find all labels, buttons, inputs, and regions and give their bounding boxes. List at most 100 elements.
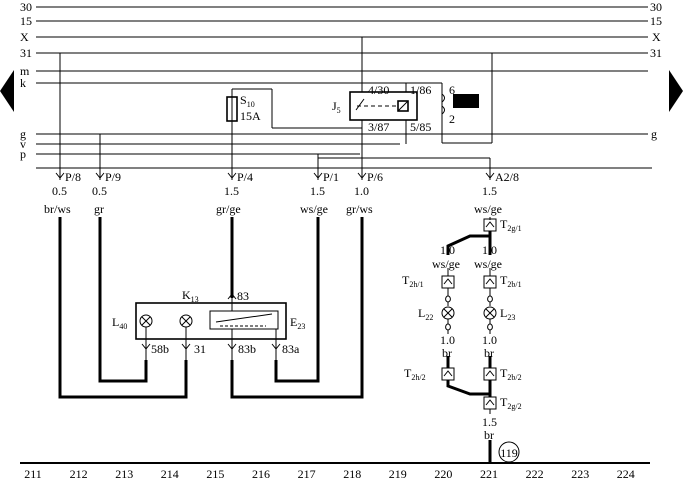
lamp-l23-label: L23 (500, 306, 515, 322)
t2b2-label: T2b/2 (500, 366, 522, 382)
ground-wire-size: 1.5 (482, 415, 497, 429)
relay-pin-5-85: 5/85 (410, 120, 431, 134)
conn-a28-size: 1.5 (482, 184, 497, 198)
pin-p8 (55, 168, 65, 180)
scale-label-219: 219 (389, 467, 407, 481)
scale-label-218: 218 (343, 467, 361, 481)
pin-p6 (357, 168, 367, 180)
t2b1-label: T2b/1 (500, 273, 522, 289)
thick-wires (58, 217, 364, 399)
conn-a28-label: A2/8 (495, 170, 519, 184)
black-block-component (453, 94, 479, 108)
t2h1-label: T2h/1 (402, 273, 424, 289)
lamp-l22-label: L22 (418, 306, 433, 322)
rail-k-label: k (20, 76, 26, 90)
rail-x-left-label: X (20, 30, 29, 44)
rail-taps (59, 37, 493, 168)
scale-label-217: 217 (298, 467, 316, 481)
rail-31-left-label: 31 (20, 46, 32, 60)
scale-label-211: 211 (24, 467, 42, 481)
scale-label-221: 221 (480, 467, 498, 481)
rail-v-label: v (20, 137, 26, 151)
conn-p8-label: P/8 (65, 170, 81, 184)
rail-p-label: p (20, 147, 26, 161)
rail-g-left-label: g (20, 127, 26, 141)
conn-p4-color: gr/ge (216, 202, 241, 216)
t2g2-label: T2g/2 (500, 395, 522, 411)
conn-p1-color: ws/ge (300, 202, 328, 216)
rail-m-label: m (20, 64, 30, 78)
fuse-name: S10 (240, 93, 255, 109)
scale-label-213: 213 (115, 467, 133, 481)
right-upper-color: ws/ge (474, 257, 502, 271)
connector-2-label: 2 (449, 112, 455, 126)
t2g1-label: T2g/1 (500, 217, 522, 233)
rail-g-right-label: g (651, 127, 657, 141)
relay-pin-3-87: 3/87 (368, 120, 389, 134)
conn-p8-color: br/ws (44, 202, 71, 216)
right-upper-size: 1.0 (482, 243, 497, 257)
module-k13 (135, 293, 287, 360)
relay-pin-1-86: 1/86 (410, 83, 431, 97)
switch-e23-label: E23 (290, 315, 305, 331)
right-lower-color: br (484, 346, 494, 360)
conn-p6-label: P/6 (367, 170, 383, 184)
t2h2-label: T2h/2 (404, 366, 426, 382)
relay-name: J5 (332, 99, 341, 115)
right-lower-size: 1.0 (482, 333, 497, 347)
pin-p9 (95, 168, 105, 180)
left-lower-size: 1.0 (440, 333, 455, 347)
connector-pins (55, 168, 495, 180)
pin-a28 (485, 168, 495, 180)
ground-wire-color: br (484, 428, 494, 442)
left-upper-color: ws/ge (432, 257, 460, 271)
conn-p6-size: 1.0 (354, 184, 369, 198)
module-pin-58b: 58b (151, 342, 169, 356)
connector-6-symbol (441, 93, 445, 103)
scale-label-223: 223 (571, 467, 589, 481)
relay-pin-4-30: 4/30 (368, 83, 389, 97)
pin-p1 (313, 168, 323, 180)
conn-p9-size: 0.5 (92, 184, 107, 198)
conn-p9-color: gr (94, 202, 104, 216)
rail-30-left-label: 30 (20, 0, 32, 14)
scale-label-220: 220 (434, 467, 452, 481)
conn-p1-label: P/1 (323, 170, 339, 184)
previous-page-arrow-icon[interactable] (0, 70, 14, 112)
rail-15-right-label: 15 (650, 14, 662, 28)
connector-2-symbol (441, 105, 445, 115)
lamp-l40-label: L40 (112, 315, 127, 331)
conn-p4-size: 1.5 (224, 184, 239, 198)
fuse-s10 (226, 96, 238, 122)
left-lower-color: br (442, 346, 452, 360)
scale-label-214: 214 (161, 467, 179, 481)
module-pin-83b: 83b (238, 342, 256, 356)
relay-j5 (349, 91, 418, 121)
conn-p1-size: 1.5 (310, 184, 325, 198)
conn-p6-color: gr/ws (346, 202, 373, 216)
scale-label-216: 216 (252, 467, 270, 481)
connector-6-label: 6 (449, 83, 455, 97)
next-page-arrow-icon[interactable] (669, 70, 683, 112)
rail-31-right-label: 31 (650, 46, 662, 60)
rail-x-right-label: X (652, 30, 661, 44)
conn-p9-label: P/9 (105, 170, 121, 184)
rail-15-left-label: 15 (20, 14, 32, 28)
module-pin-31: 31 (194, 342, 206, 356)
module-pin-83a: 83a (282, 342, 300, 356)
right-branch (441, 217, 520, 463)
module-pin-83: 83 (237, 289, 249, 303)
left-upper-size: 1.0 (440, 243, 455, 257)
fuse-rating: 15A (240, 109, 261, 123)
conn-p4-label: P/4 (237, 170, 253, 184)
scale-label-222: 222 (526, 467, 544, 481)
module-name: K13 (182, 288, 199, 304)
rail-30-right-label: 30 (650, 0, 662, 14)
ground-reference-number: 119 (500, 446, 518, 460)
pin-p4 (227, 168, 237, 180)
power-rails (36, 6, 652, 169)
scale-label-212: 212 (70, 467, 88, 481)
scale-label-224: 224 (617, 467, 635, 481)
